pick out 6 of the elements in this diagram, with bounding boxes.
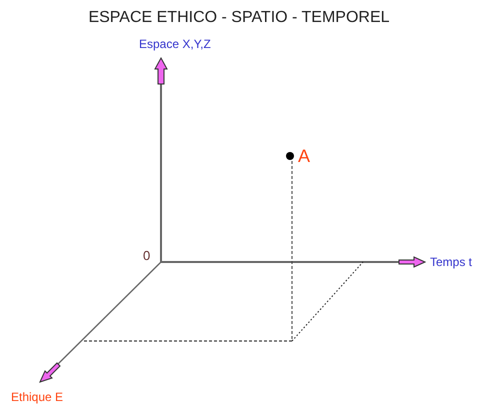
axis-label: Temps t xyxy=(430,256,472,268)
point-label: A xyxy=(298,147,310,165)
axis-label: Ethique E xyxy=(11,391,64,403)
axis-label: Espace X,Y,Z xyxy=(139,38,211,50)
origin-label: 0 xyxy=(143,249,150,262)
diagram-title: ESPACE ETHICO - SPATIO - TEMPOREL xyxy=(87,10,391,26)
